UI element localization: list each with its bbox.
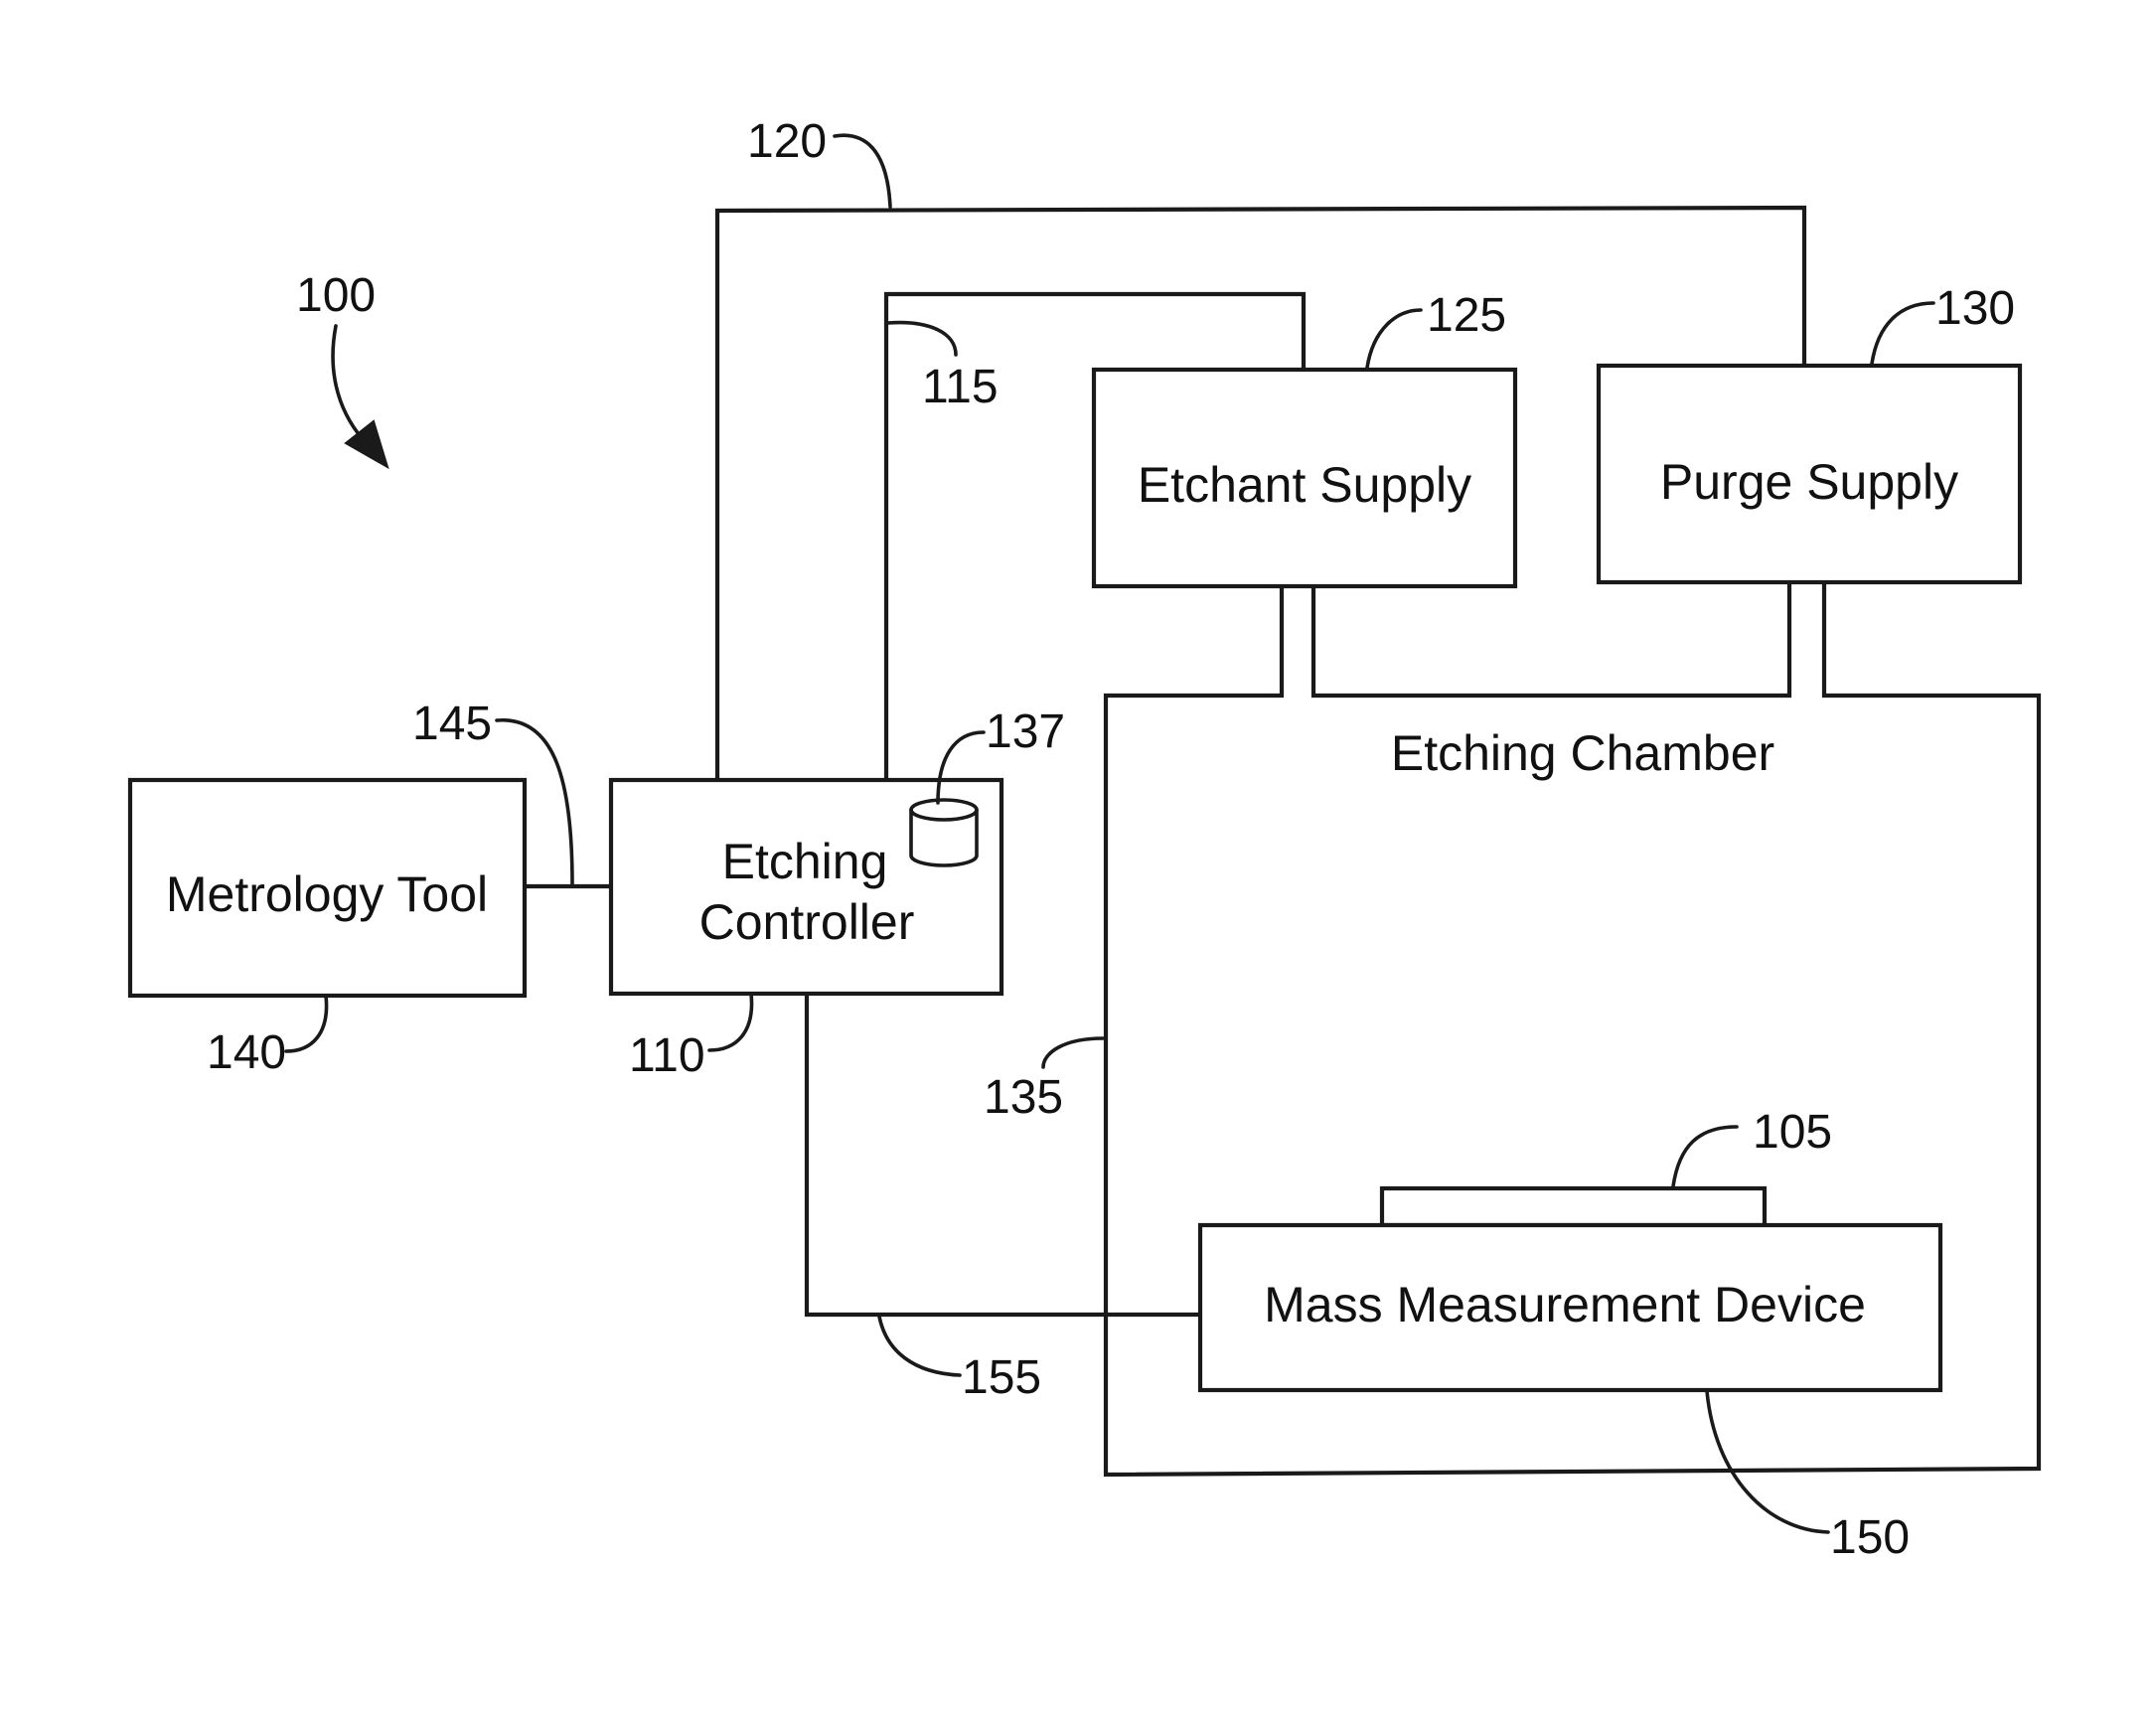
ref-150: 150	[1830, 1511, 1910, 1564]
leader-155	[879, 1317, 960, 1375]
ref-105: 105	[1753, 1106, 1832, 1159]
ref-100: 100	[296, 269, 376, 322]
ref-110: 110	[629, 1029, 705, 1082]
etching-controller-label-line1: Etching	[722, 834, 888, 889]
leader-150	[1707, 1391, 1828, 1532]
leader-125	[1367, 310, 1421, 368]
etching-chamber-label: Etching Chamber	[1391, 725, 1774, 781]
ref-120: 120	[747, 115, 827, 168]
ref-125: 125	[1427, 289, 1506, 342]
leader-120	[835, 135, 890, 207]
leader-105	[1673, 1127, 1737, 1186]
ref-145: 145	[412, 698, 492, 750]
leader-140	[286, 996, 327, 1051]
metrology-tool-label: Metrology Tool	[166, 866, 488, 922]
leader-115	[888, 323, 956, 355]
ref-130: 130	[1935, 282, 2015, 335]
ref-155: 155	[962, 1351, 1041, 1404]
leader-135	[1043, 1038, 1103, 1067]
etching-controller-label-line2: Controller	[699, 894, 915, 950]
mass-measurement-device-label: Mass Measurement Device	[1264, 1277, 1866, 1332]
ref-135: 135	[984, 1071, 1063, 1124]
leader-110	[709, 994, 752, 1050]
ref-137: 137	[986, 705, 1065, 758]
mass-measurement-link-line	[807, 994, 1200, 1315]
leader-130	[1872, 303, 1933, 364]
ref-115: 115	[922, 361, 999, 413]
etchant-supply-label: Etchant Supply	[1138, 457, 1471, 513]
ref-140: 140	[207, 1026, 286, 1079]
curved-arrow-icon	[333, 326, 387, 467]
purge-supply-label: Purge Supply	[1660, 454, 1958, 510]
substrate-block	[1382, 1188, 1765, 1225]
